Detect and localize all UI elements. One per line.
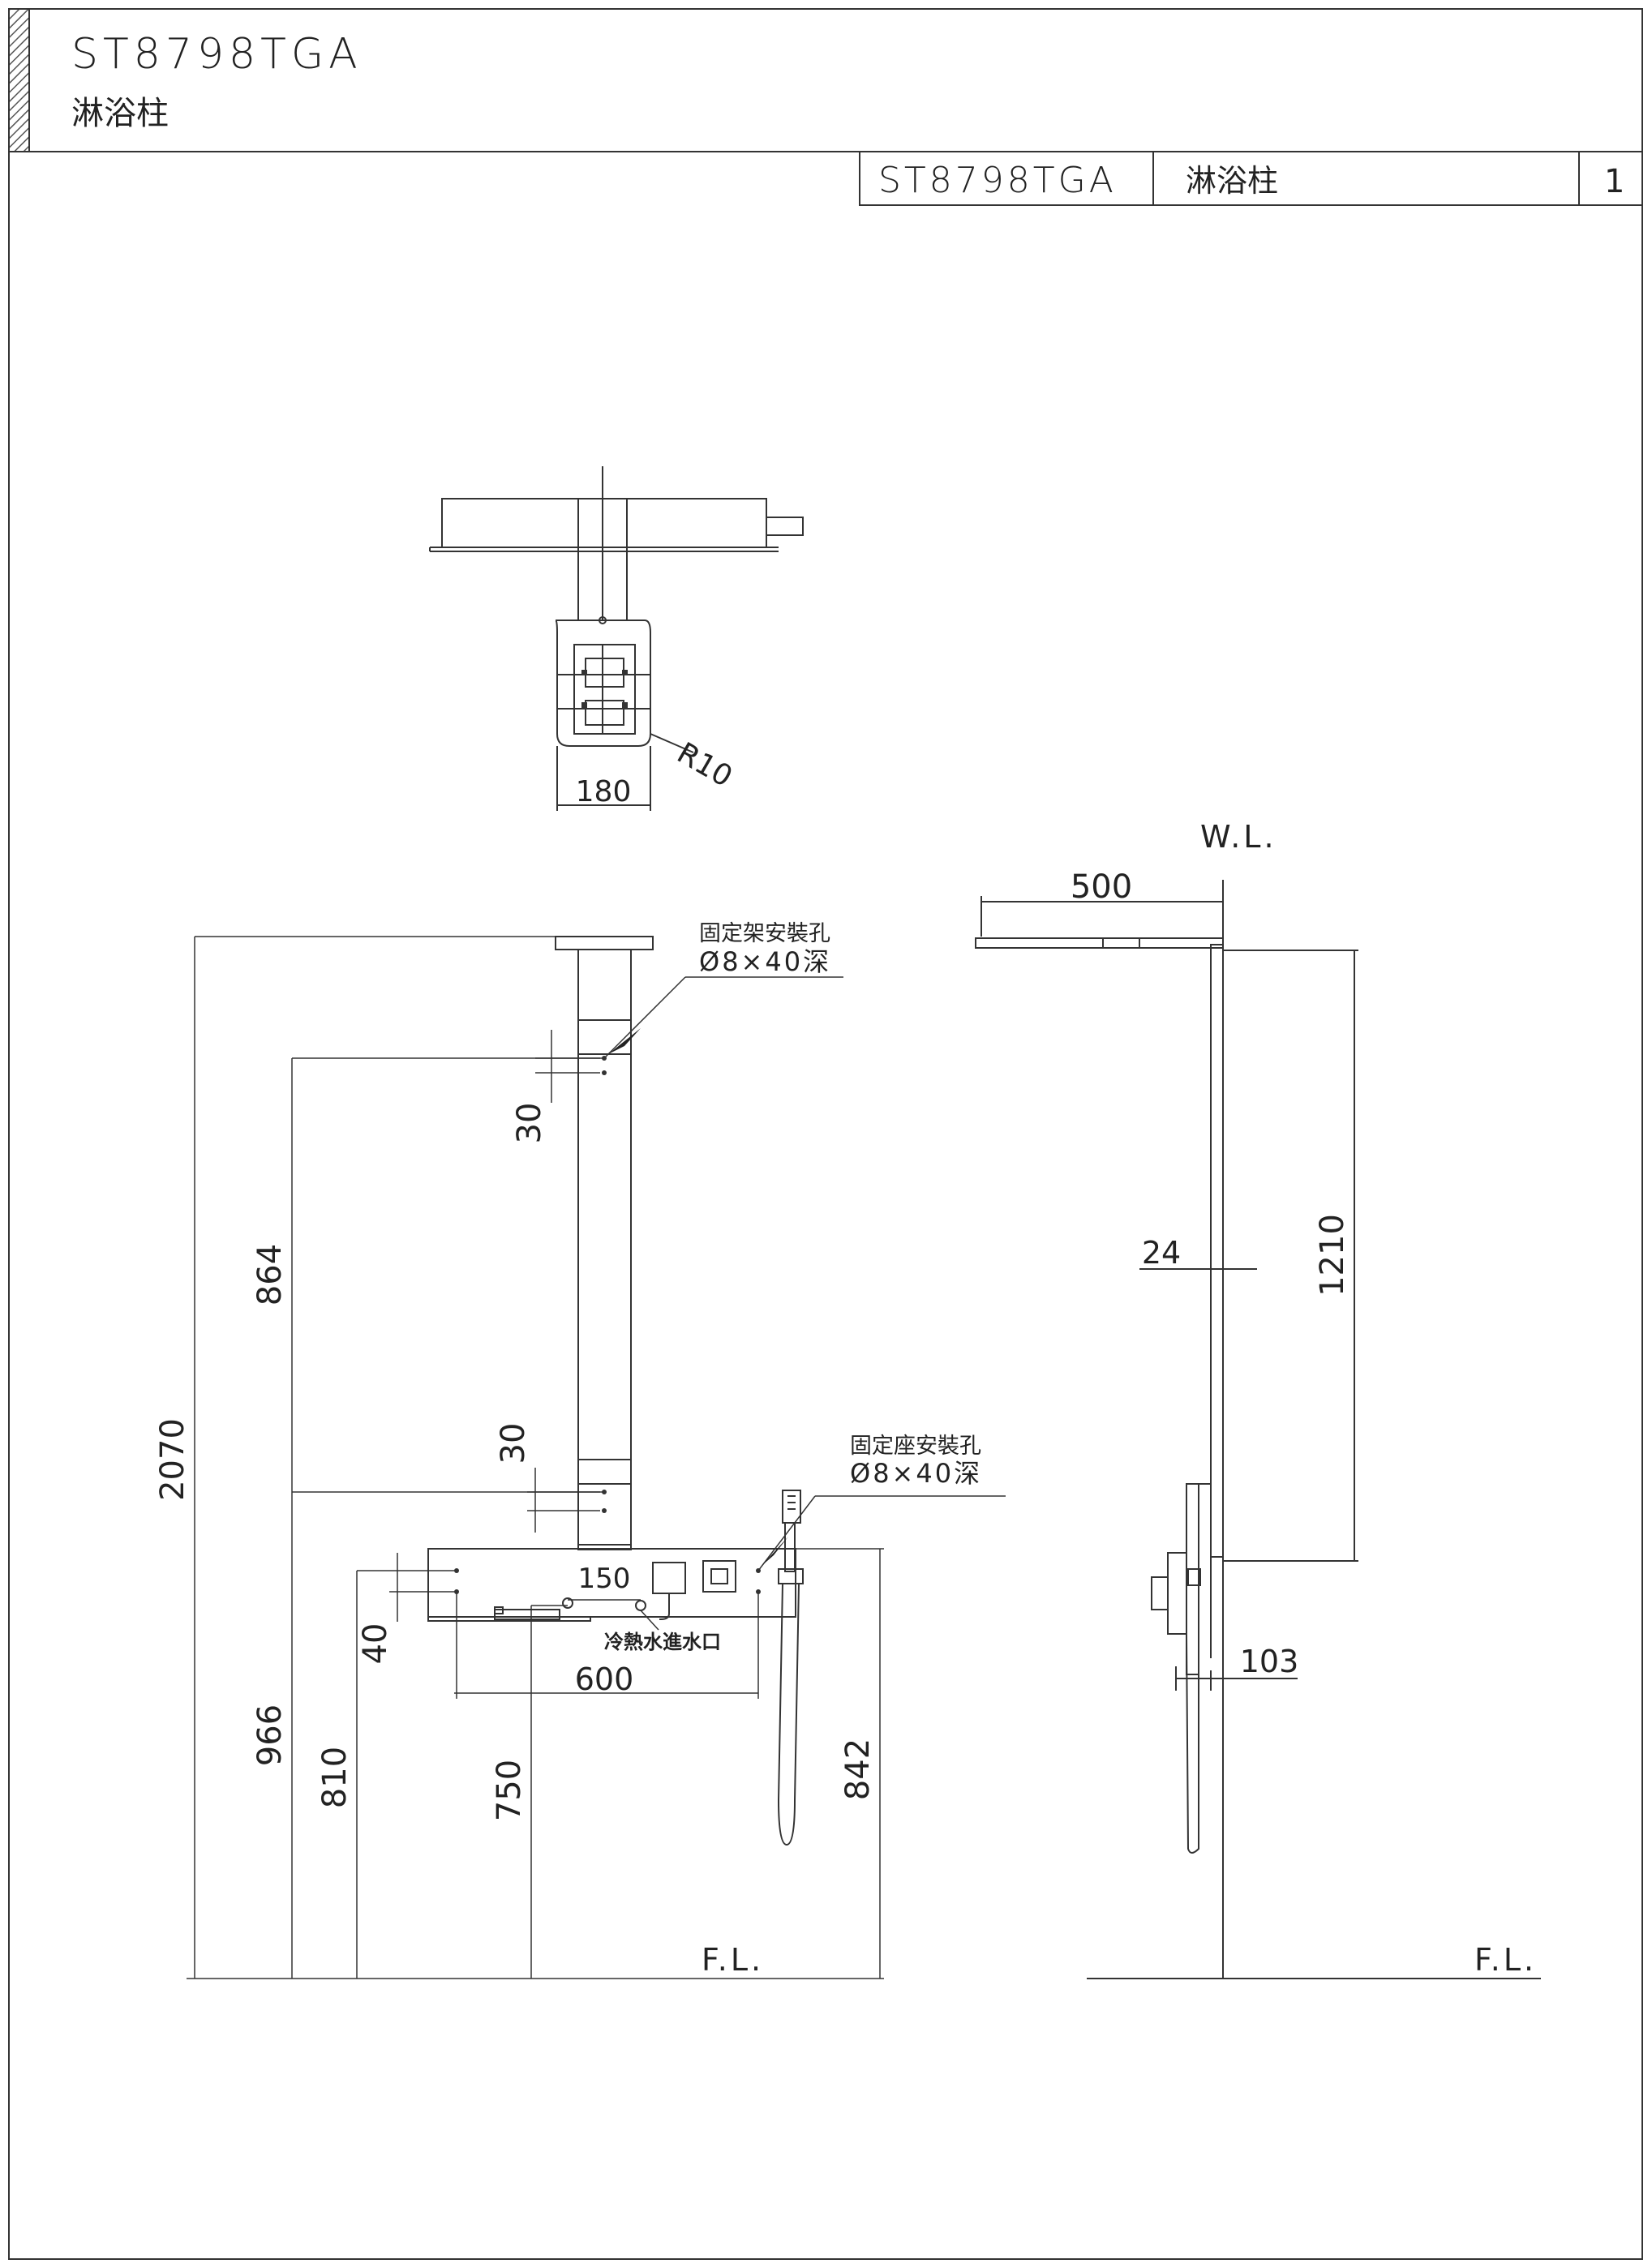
label-floor-line-side: F.L. <box>1474 1942 1537 1978</box>
sheet-border <box>8 8 1643 2260</box>
front-dimension-lines <box>187 936 1006 1979</box>
dim-head-height: 1210 <box>1314 1214 1351 1297</box>
dim-panel-hole-height: 810 <box>316 1747 354 1808</box>
dim-head-depth: 500 <box>1071 868 1132 906</box>
label-bracket-holes-spec: Ø8×40深 <box>699 946 831 977</box>
header-model: ST8798TGA <box>71 30 363 79</box>
dim-panel-hole-spacing: 40 <box>357 1623 394 1665</box>
dim-hole-gap-top: 30 <box>511 1103 548 1144</box>
label-bracket-holes-title: 固定架安裝孔 <box>699 921 830 946</box>
dim-panel-top-height: 842 <box>839 1739 877 1800</box>
dim-mixer-projection: 103 <box>1240 1644 1299 1679</box>
dim-total-height: 2070 <box>154 1418 191 1501</box>
dim-lower-hole-height: 966 <box>251 1704 289 1766</box>
title-block-name: 淋浴柱 <box>1186 163 1278 199</box>
label-base-holes-title: 固定座安裝孔 <box>850 1434 981 1459</box>
hand-shower <box>777 1490 804 1846</box>
dim-bracket-spacing: 864 <box>251 1244 289 1305</box>
header-hatch-strip <box>8 8 30 152</box>
leader-arrow-bracket <box>608 1028 641 1054</box>
dim-panel-hole-width: 600 <box>575 1661 634 1697</box>
top-view <box>429 466 804 811</box>
title-block-sheet-number: 1 <box>1604 163 1624 200</box>
dim-top-width: 180 <box>576 775 632 808</box>
side-view <box>975 880 1541 1979</box>
dim-hole-gap-bottom: 30 <box>495 1423 532 1464</box>
label-water-inlet: 冷熱水進水口 <box>604 1631 721 1653</box>
dim-top-radius: R10 <box>672 736 738 794</box>
front-view-column <box>555 936 654 1550</box>
title-block-model: ST8798TGA <box>878 160 1117 201</box>
dim-column-thickness: 24 <box>1142 1235 1181 1271</box>
label-wall-line: W.L. <box>1200 819 1277 855</box>
label-floor-line-front: F.L. <box>702 1942 764 1978</box>
mounting-holes <box>454 1056 761 1594</box>
label-base-holes-spec: Ø8×40深 <box>850 1458 982 1489</box>
dim-inlet-height: 750 <box>491 1760 528 1821</box>
header-name: 淋浴柱 <box>71 95 169 132</box>
dim-inlet-spacing: 150 <box>578 1563 631 1595</box>
title-block: ST8798TGA 淋浴柱 1 <box>859 151 1643 206</box>
leader-arrow-base <box>761 1537 788 1567</box>
